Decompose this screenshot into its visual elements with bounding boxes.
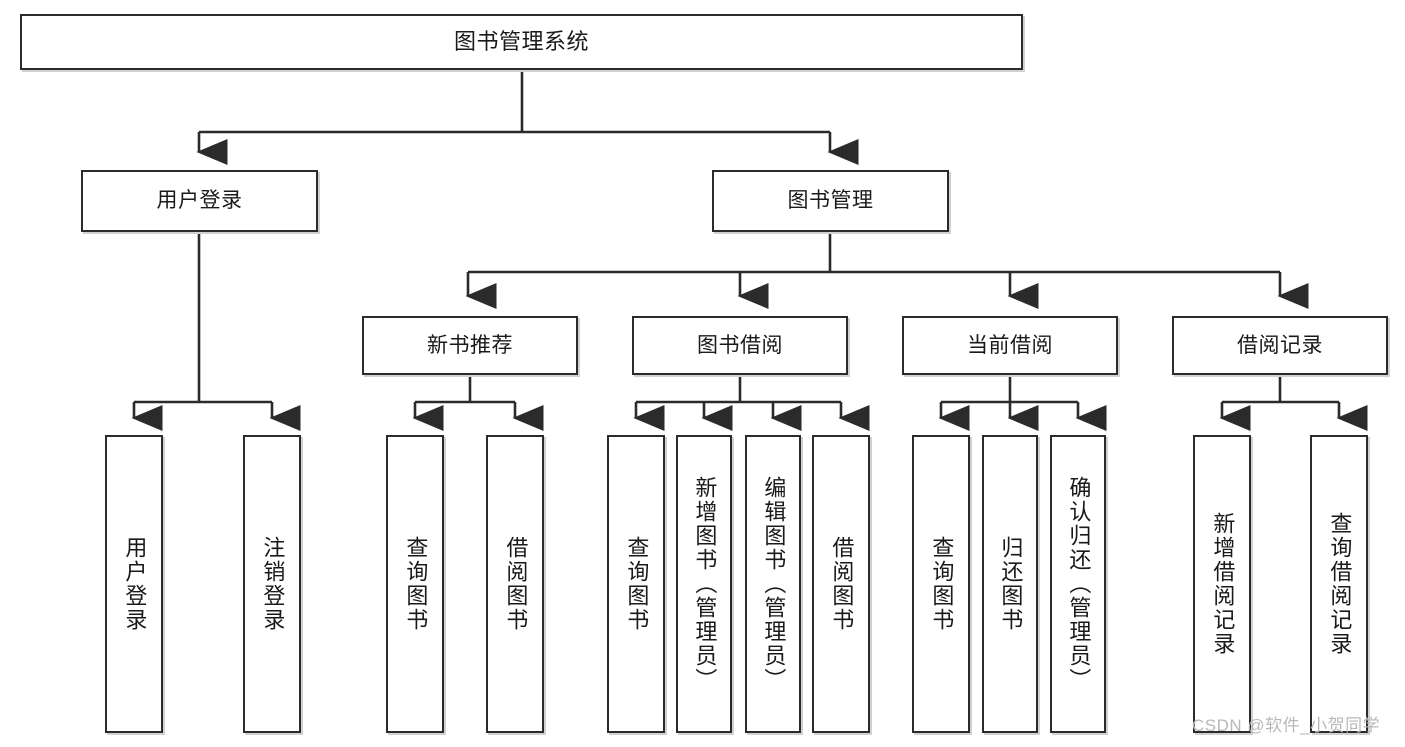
node-label: 用户登录 bbox=[122, 536, 148, 632]
leaf-borrow-edit-book-admin[interactable]: 编辑图书（管理员） bbox=[745, 435, 801, 733]
node-book-borrow[interactable]: 图书借阅 bbox=[632, 316, 848, 375]
leaf-recommend-borrow-book[interactable]: 借阅图书 bbox=[486, 435, 544, 733]
node-label: 注销登录 bbox=[260, 536, 286, 632]
node-root-system[interactable]: 图书管理系统 bbox=[20, 14, 1023, 70]
node-label: 新增图书（管理员） bbox=[692, 476, 718, 692]
node-label: 借阅图书 bbox=[829, 536, 855, 632]
node-label: 查询图书 bbox=[624, 536, 650, 632]
node-label: 查询图书 bbox=[929, 536, 955, 632]
node-borrow-record[interactable]: 借阅记录 bbox=[1172, 316, 1388, 375]
node-current-borrow[interactable]: 当前借阅 bbox=[902, 316, 1118, 375]
node-label: 新增借阅记录 bbox=[1210, 512, 1236, 656]
node-label: 查询借阅记录 bbox=[1327, 512, 1353, 656]
node-label: 图书管理系统 bbox=[453, 28, 589, 54]
node-label: 当前借阅 bbox=[967, 333, 1053, 357]
node-label: 借阅图书 bbox=[503, 536, 529, 632]
node-label: 借阅记录 bbox=[1237, 333, 1323, 357]
node-label: 新书推荐 bbox=[427, 333, 513, 357]
node-book-management[interactable]: 图书管理 bbox=[712, 170, 949, 232]
node-label: 图书借阅 bbox=[697, 333, 783, 357]
node-new-book-recommend[interactable]: 新书推荐 bbox=[362, 316, 578, 375]
leaf-borrow-borrow-book[interactable]: 借阅图书 bbox=[812, 435, 870, 733]
leaf-current-confirm-return-admin[interactable]: 确认归还（管理员） bbox=[1050, 435, 1106, 733]
leaf-user-logout[interactable]: 注销登录 bbox=[243, 435, 301, 733]
node-label: 用户登录 bbox=[156, 189, 243, 213]
node-label: 查询图书 bbox=[403, 536, 429, 632]
leaf-current-return-book[interactable]: 归还图书 bbox=[982, 435, 1038, 733]
node-label: 确认归还（管理员） bbox=[1066, 476, 1092, 692]
leaf-user-login[interactable]: 用户登录 bbox=[105, 435, 163, 733]
leaf-borrow-query-book[interactable]: 查询图书 bbox=[607, 435, 665, 733]
leaf-borrow-add-book-admin[interactable]: 新增图书（管理员） bbox=[676, 435, 732, 733]
node-label: 归还图书 bbox=[998, 536, 1024, 632]
node-label: 图书管理 bbox=[787, 189, 874, 213]
node-user-login[interactable]: 用户登录 bbox=[81, 170, 318, 232]
node-label: 编辑图书（管理员） bbox=[761, 476, 787, 692]
leaf-record-add-record[interactable]: 新增借阅记录 bbox=[1193, 435, 1251, 733]
leaf-current-query-book[interactable]: 查询图书 bbox=[912, 435, 970, 733]
leaf-recommend-query-book[interactable]: 查询图书 bbox=[386, 435, 444, 733]
leaf-record-query-record[interactable]: 查询借阅记录 bbox=[1310, 435, 1368, 733]
